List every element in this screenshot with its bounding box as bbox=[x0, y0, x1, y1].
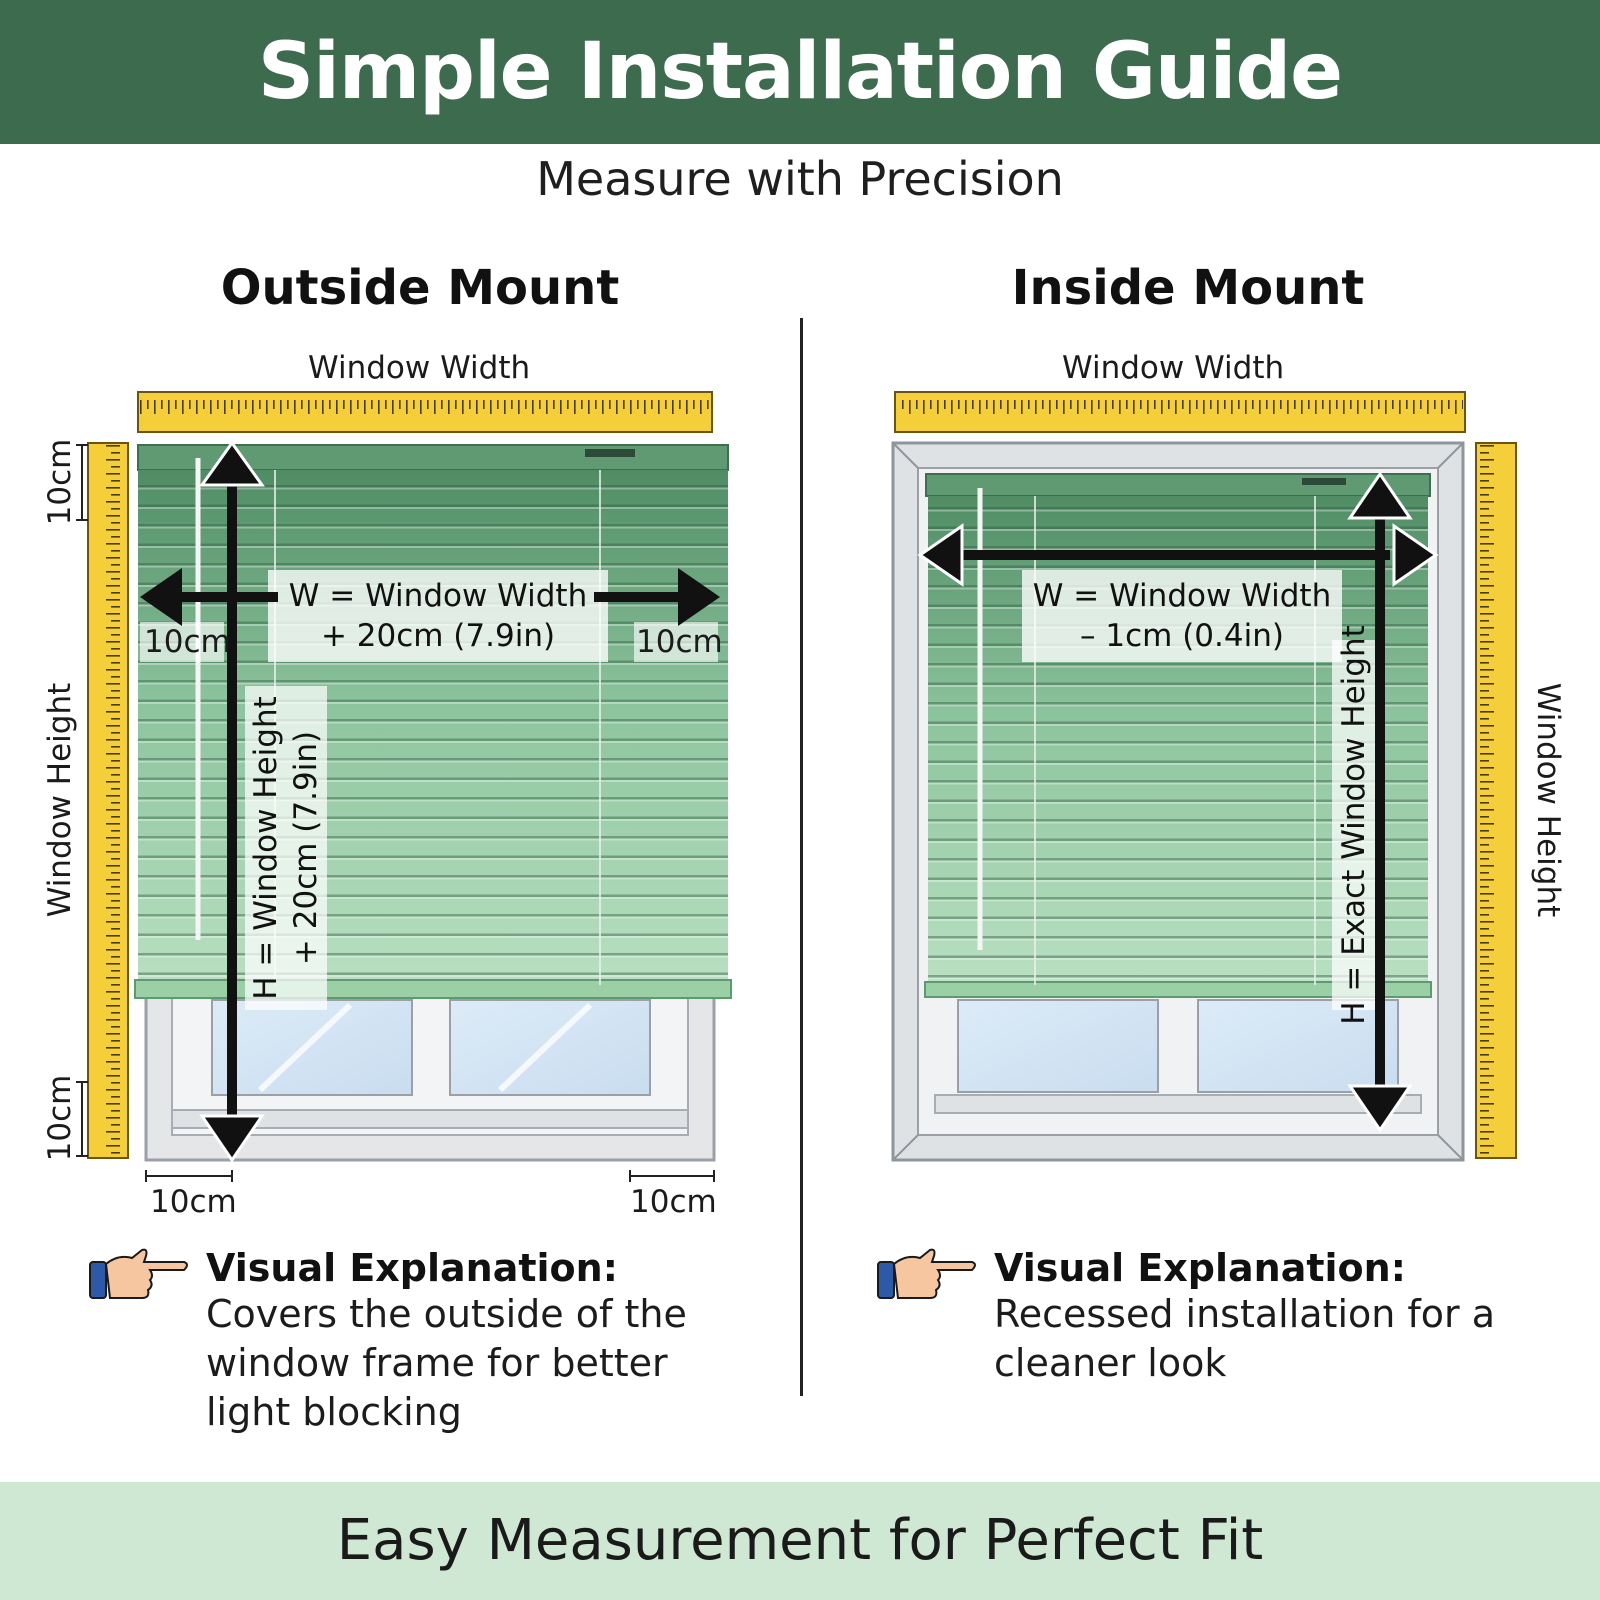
outside-right-offset-box bbox=[634, 622, 718, 662]
outside-left-offset-box bbox=[140, 622, 224, 662]
outside-blind bbox=[134, 444, 732, 999]
inside-width-label: Window Width bbox=[1062, 350, 1285, 386]
outside-right-bottom-offset-label: 10cm bbox=[630, 1184, 717, 1220]
footer-text: Easy Measurement for Perfect Fit bbox=[336, 1508, 1264, 1573]
outside-height-ruler bbox=[87, 442, 129, 1159]
header-banner bbox=[0, 0, 1600, 144]
inside-height-formula: H = Exact Window Height bbox=[1336, 625, 1372, 1025]
inside-width-arrow bbox=[917, 523, 1439, 587]
footer-banner bbox=[0, 1482, 1600, 1600]
pointing-hand-icon bbox=[877, 1248, 976, 1299]
outside-width-formula-box bbox=[268, 570, 608, 662]
outside-left-bottom-offset-label: 10cm bbox=[150, 1184, 237, 1220]
outside-explanation-body: Covers the outside of the window frame f… bbox=[206, 1292, 687, 1434]
column-divider bbox=[800, 318, 803, 1396]
outside-height-arrow bbox=[199, 440, 265, 1163]
outside-right-offset-bracket bbox=[629, 1170, 715, 1182]
outside-bottom-offset-bracket bbox=[76, 1081, 88, 1157]
pointing-hand-icon bbox=[89, 1248, 188, 1299]
outside-height-formula-box bbox=[245, 686, 327, 1010]
inside-height-ruler bbox=[1475, 442, 1517, 1159]
inside-mount-title: Inside Mount bbox=[1011, 260, 1365, 316]
outside-bottom-offset-label: 10cm bbox=[42, 1074, 78, 1162]
inside-width-ruler bbox=[894, 391, 1466, 433]
outside-mount-title: Outside Mount bbox=[220, 260, 620, 316]
outside-left-offset-bracket bbox=[145, 1170, 233, 1182]
page-subtitle: Measure with Precision bbox=[536, 152, 1064, 206]
outside-width-formula: W = Window Width + 20cm (7.9in) bbox=[288, 578, 588, 654]
page-title: Simple Installation Guide bbox=[257, 27, 1343, 117]
outside-top-offset-bracket bbox=[76, 444, 88, 521]
outside-right-offset-label: 10cm bbox=[636, 624, 723, 660]
inside-width-formula-box bbox=[1022, 570, 1342, 662]
outside-top-offset-label: 10cm bbox=[42, 438, 78, 526]
outside-width-label: Window Width bbox=[308, 350, 531, 386]
outside-window-frame bbox=[144, 993, 716, 1162]
outside-width-ruler bbox=[137, 391, 713, 433]
outside-left-offset-label: 10cm bbox=[144, 624, 231, 660]
inside-explanation-title: Visual Explanation: bbox=[994, 1246, 1406, 1290]
inside-height-arrow bbox=[1347, 471, 1413, 1133]
inside-height-formula-box bbox=[1332, 640, 1376, 1010]
outside-height-label: Window Height bbox=[42, 682, 78, 918]
inside-explanation-body: Recessed installation for a cleaner look bbox=[994, 1292, 1496, 1385]
inside-height-label: Window Height bbox=[1530, 682, 1566, 918]
inside-width-formula: W = Window Width – 1cm (0.4in) bbox=[1032, 578, 1332, 654]
outside-explanation-title: Visual Explanation: bbox=[206, 1246, 618, 1290]
outside-height-formula: H = Window Height + 20cm (7.9in) bbox=[248, 696, 324, 1000]
